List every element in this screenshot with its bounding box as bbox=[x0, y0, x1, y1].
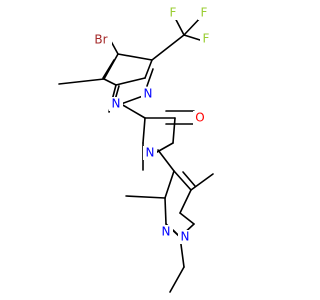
atom-n5: N bbox=[181, 230, 190, 244]
atom-labels: Br F F F N N O N N N bbox=[90, 6, 212, 244]
atom-f1: F bbox=[170, 6, 177, 20]
bond bbox=[117, 53, 153, 61]
bond bbox=[179, 212, 195, 225]
bond bbox=[164, 170, 175, 199]
bond bbox=[179, 189, 192, 214]
bond bbox=[183, 34, 201, 41]
bond bbox=[157, 149, 175, 172]
atom-n1: N bbox=[112, 97, 121, 111]
bond bbox=[190, 173, 214, 191]
bond bbox=[120, 95, 144, 105]
bond bbox=[169, 266, 185, 293]
upper-pyrazole-ring bbox=[58, 13, 204, 113]
bond bbox=[115, 77, 146, 86]
chemical-structure-diagram: Br F F F N N O N N N bbox=[58, 6, 214, 293]
atom-n3: N bbox=[146, 146, 155, 160]
bond bbox=[182, 171, 196, 187]
bond bbox=[164, 197, 167, 225]
bond bbox=[142, 117, 146, 144]
atom-n4: N bbox=[162, 225, 171, 239]
bond bbox=[103, 78, 117, 86]
bond bbox=[151, 34, 185, 61]
atom-n2: N bbox=[144, 87, 153, 101]
bond bbox=[146, 68, 154, 87]
bond bbox=[102, 59, 115, 79]
bond bbox=[144, 59, 153, 79]
bond bbox=[103, 53, 119, 80]
atom-br: Br bbox=[94, 33, 107, 47]
bond bbox=[172, 117, 176, 144]
atom-o: O bbox=[195, 111, 204, 125]
bond bbox=[120, 103, 146, 119]
atom-f2: F bbox=[201, 6, 208, 20]
bond bbox=[58, 78, 105, 85]
amide-linker bbox=[120, 103, 195, 172]
bond bbox=[173, 170, 192, 191]
atom-f3: F bbox=[203, 32, 210, 46]
bond bbox=[125, 195, 166, 199]
